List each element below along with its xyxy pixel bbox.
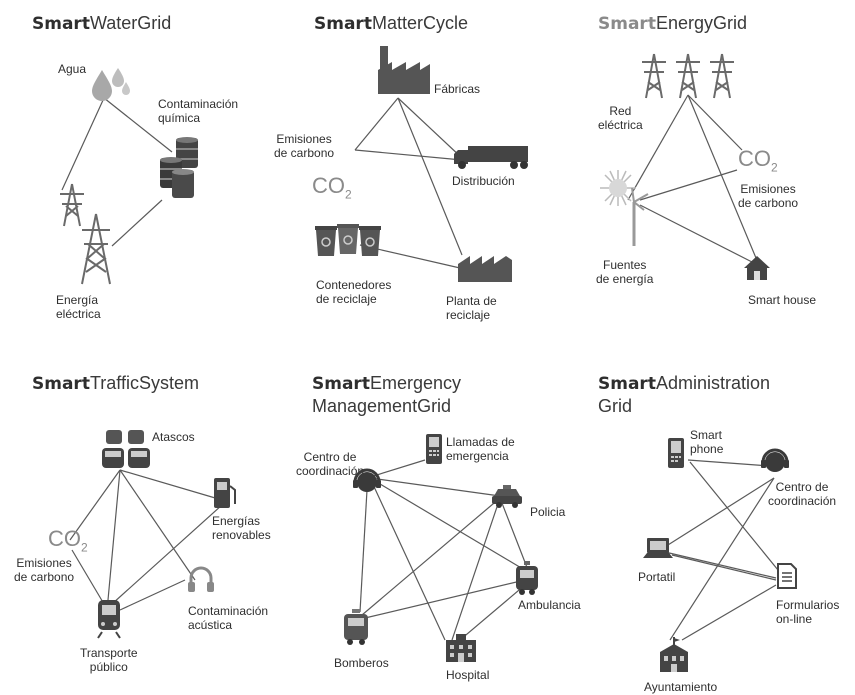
label-emisiones-carbono: Emisiones de carbono bbox=[274, 132, 335, 160]
label-contaminacion-acustica: Contaminación acústica bbox=[188, 604, 269, 632]
ambulance-icon bbox=[514, 560, 540, 601]
co2-text: CO2 bbox=[738, 146, 778, 175]
operator-headset-icon bbox=[352, 468, 382, 501]
label-bomberos: Bomberos bbox=[334, 656, 389, 670]
barrels-icon bbox=[158, 136, 202, 205]
label-contaminacion-quimica: Contaminación química bbox=[158, 97, 239, 125]
headphones-icon bbox=[186, 564, 216, 599]
co2-text: CO2 bbox=[48, 526, 88, 555]
label-policia: Policia bbox=[530, 505, 566, 519]
label-ambulancia: Ambulancia bbox=[518, 598, 581, 612]
laptop-icon bbox=[642, 536, 674, 565]
label-energia-electrica: Energía eléctrica bbox=[56, 293, 101, 321]
recycling-bins-icon bbox=[314, 222, 384, 263]
town-hall-icon bbox=[656, 636, 692, 679]
sun-windmill-icon bbox=[596, 168, 660, 253]
label-emisiones-carbono: Emisiones de carbono bbox=[14, 556, 75, 584]
operator-headset-icon bbox=[760, 448, 790, 481]
label-centro-coordinacion: Centro de coordinación bbox=[296, 450, 365, 478]
panel-title-energy: SmartEnergyGrid bbox=[598, 13, 747, 34]
document-icon bbox=[776, 562, 798, 595]
fuel-pump-icon bbox=[212, 476, 238, 515]
label-llamadas-emergencia: Llamadas de emergencia bbox=[446, 435, 515, 463]
label-formularios-online: Formularios on-line bbox=[776, 598, 840, 626]
label-fabricas: Fábricas bbox=[434, 82, 481, 96]
label-ayuntamiento: Ayuntamiento bbox=[644, 680, 718, 694]
label-centro-coordinacion: Centro de coordinación bbox=[768, 480, 837, 508]
phone-icon bbox=[424, 432, 444, 471]
label-red-electrica: Red eléctrica bbox=[598, 104, 643, 132]
label-energias-renovables: Energías renovables bbox=[212, 514, 271, 542]
label-atascos: Atascos bbox=[152, 430, 195, 444]
label-planta-reciclaje: Planta de reciclaje bbox=[446, 294, 497, 322]
panel-title-water: SmartWaterGrid bbox=[32, 13, 172, 34]
recycling-plant-icon bbox=[456, 254, 514, 289]
label-smart-house: Smart house bbox=[748, 293, 817, 307]
label-transporte-publico: Transporte público bbox=[80, 646, 138, 674]
label-smart-phone: Smart phone bbox=[690, 428, 724, 456]
train-icon bbox=[96, 598, 122, 645]
fire-truck-icon bbox=[342, 608, 370, 651]
police-car-icon bbox=[490, 484, 524, 515]
power-tower-icon bbox=[52, 180, 122, 295]
power-towers-icon bbox=[640, 52, 736, 105]
label-portatil: Portatil bbox=[638, 570, 676, 584]
water-drops-icon bbox=[88, 66, 134, 109]
label-hospital: Hospital bbox=[446, 668, 490, 682]
label-distribucion: Distribución bbox=[452, 174, 515, 188]
hospital-icon bbox=[444, 632, 478, 669]
label-agua: Agua bbox=[58, 62, 87, 76]
factory-icon bbox=[376, 44, 432, 101]
panel-title-traffic: SmartTrafficSystem bbox=[32, 373, 199, 394]
house-icon bbox=[742, 254, 772, 287]
label-contenedores: Contenedores de reciclaje bbox=[316, 278, 392, 306]
panel-title-matter: SmartMatterCycle bbox=[314, 13, 468, 34]
co2-text: CO2 bbox=[312, 173, 352, 202]
traffic-jam-icon bbox=[100, 428, 152, 477]
label-emisiones-carbono: Emisiones de carbono bbox=[738, 182, 799, 210]
smartphone-icon bbox=[666, 436, 686, 475]
truck-icon bbox=[452, 144, 530, 175]
label-fuentes-energia: Fuentes de energía bbox=[596, 258, 654, 286]
